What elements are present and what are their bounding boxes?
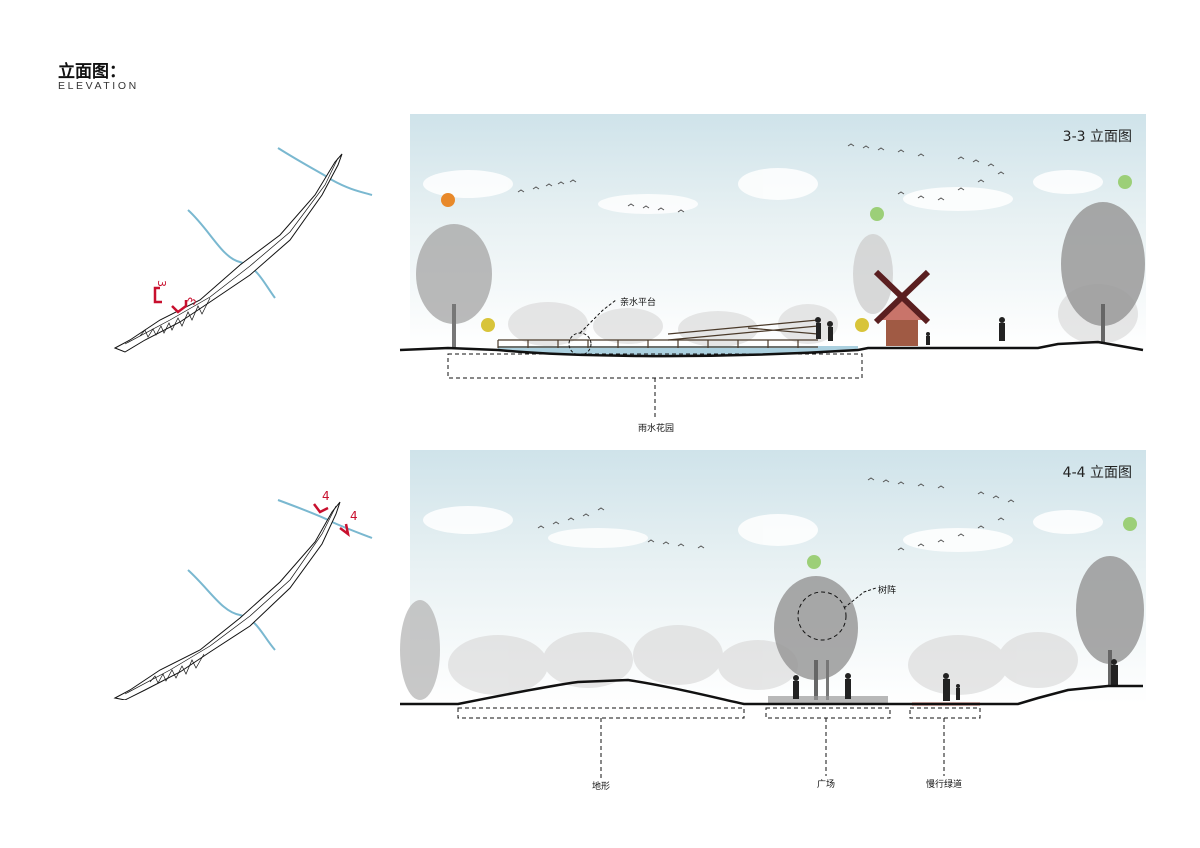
waterfront-platform <box>497 319 819 348</box>
section-marker-4-label-a: 4 <box>322 489 330 503</box>
plaza-paving <box>768 696 888 704</box>
clouds <box>423 506 1103 552</box>
tree-array-leader <box>843 587 877 609</box>
tree-array <box>774 576 858 700</box>
elevation-3-3-drawing <box>399 114 1146 420</box>
site-sawtooth <box>149 653 205 684</box>
key-map-3-drawing: 3 3 <box>113 147 373 353</box>
tree-mid <box>853 234 893 314</box>
marker-dot-green-mid <box>870 207 884 221</box>
key-map-4-drawing: 4 4 <box>113 489 373 701</box>
label-waterfront-platform: 亲水平台 <box>620 298 657 308</box>
key-map-3: 3 3 <box>100 140 380 370</box>
river-middle <box>187 209 276 299</box>
bird-flock <box>537 477 1015 551</box>
section-title-4-4: 4-4 立面图 <box>1062 465 1132 481</box>
label-plaza: 广场 <box>817 780 836 790</box>
platform-leader <box>579 299 617 334</box>
elevation-3-3: 3-3 立面图 亲水平台 雨水花园 <box>398 114 1146 454</box>
elevation-4-4-drawing <box>400 450 1146 778</box>
figures <box>815 317 1005 345</box>
key-map-4: 4 4 <box>100 470 380 701</box>
ground-line <box>400 678 1143 706</box>
marker-dot-green-mid <box>807 555 821 569</box>
tree-right <box>1076 556 1144 686</box>
tree-left-edge <box>400 600 440 700</box>
windmill <box>873 269 931 346</box>
label-terrain: 地形 <box>592 782 611 792</box>
section-marker-3-label-a: 3 <box>155 280 168 287</box>
figures <box>793 659 1118 701</box>
clouds <box>423 168 1103 214</box>
marker-dot-yellow-left <box>481 318 495 332</box>
ground-line <box>399 340 1144 358</box>
label-tree-array: 树阵 <box>878 586 897 596</box>
section-marker-4a <box>313 503 329 514</box>
marker-dot-yellow-right <box>855 318 869 332</box>
tree-right <box>1061 202 1145 344</box>
site-sawtooth <box>139 297 211 338</box>
page-title: 立面图： <box>58 62 126 82</box>
river-north <box>277 147 373 196</box>
marker-dot-green-right <box>1118 175 1132 189</box>
section-marker-3b <box>171 300 188 314</box>
site-outline <box>113 501 341 701</box>
elevation-4-4: 4-4 立面图 树阵 地形 广场 慢行绿道 <box>398 450 1146 800</box>
section-title-3-3: 3-3 立面图 <box>1062 129 1132 145</box>
terrain-dashed-box <box>457 707 745 719</box>
tree-array-callout-circle <box>797 591 847 641</box>
section-marker-4b <box>339 523 350 537</box>
background-trees <box>448 625 1078 695</box>
marker-dot-green-right <box>1123 517 1137 531</box>
site-inner-line <box>124 505 337 695</box>
tree-left <box>416 224 492 349</box>
section-marker-4-label-b: 4 <box>350 509 358 523</box>
page-subtitle: ELEVATION <box>58 80 139 92</box>
bird-flock <box>517 143 1005 213</box>
plaza-dashed-box <box>765 707 891 719</box>
river-middle <box>187 569 276 651</box>
marker-dot-orange <box>441 193 455 207</box>
label-slow-greenway: 慢行绿道 <box>926 780 963 790</box>
greenway-dashed-box <box>909 707 981 719</box>
site-outline <box>113 153 343 353</box>
label-rain-garden: 雨水花园 <box>638 424 675 434</box>
site-inner-line <box>124 157 339 345</box>
section-marker-3a <box>153 286 162 304</box>
rain-garden-dashed-box <box>447 353 863 379</box>
